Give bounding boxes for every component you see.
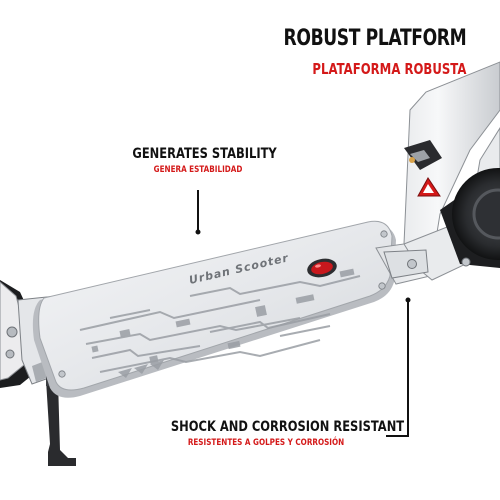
callout-shock: SHOCK AND CORROSION RESISTANT RESISTENTE… — [150, 419, 405, 448]
front-stem — [375, 61, 500, 285]
callout-stability-subtitle: GENERA ESTABILIDAD — [153, 165, 243, 175]
shock-leader-dot — [405, 297, 411, 303]
deck: Urban Scooter — [32, 220, 396, 398]
deck-red-light — [307, 258, 337, 278]
callout-shock-title: SHOCK AND CORROSION RESISTANT — [170, 419, 405, 435]
stability-leader-dot — [195, 229, 201, 235]
callout-stability-title: GENERATES STABILITY — [132, 146, 277, 162]
page-subtitle: PLATAFORMA ROBUSTA — [312, 60, 466, 78]
callout-stability: GENERATES STABILITY GENERA ESTABILIDAD — [118, 146, 278, 175]
callout-shock-subtitle: RESISTENTES A GOLPES Y CORROSIÓN — [187, 438, 345, 448]
shock-leader-line — [386, 300, 409, 437]
reflector — [417, 177, 441, 197]
page-title: ROBUST PLATFORM — [283, 26, 466, 51]
callout-lines — [195, 190, 411, 437]
